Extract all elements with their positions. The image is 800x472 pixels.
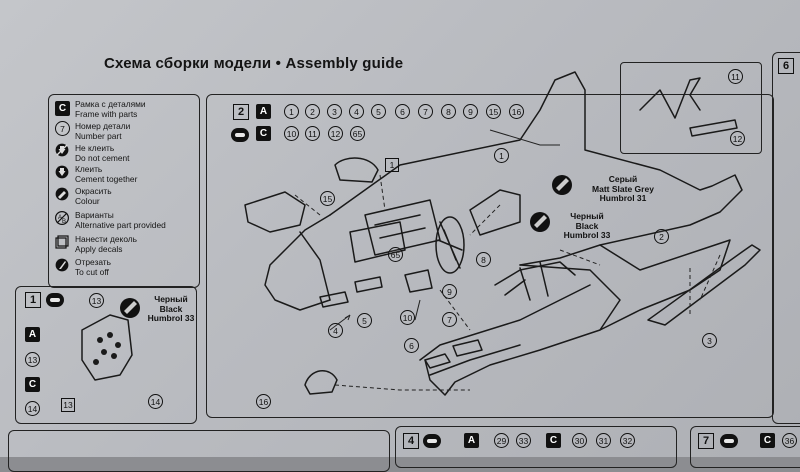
decal-marker: 1	[385, 158, 399, 172]
callout: 9	[442, 284, 457, 299]
callout: 7	[442, 312, 457, 327]
step-number: 7	[698, 433, 714, 449]
part-circle: 4	[349, 104, 364, 119]
frame-c-icon: C	[256, 126, 271, 141]
step-6-box	[772, 52, 800, 424]
callout: 12	[730, 131, 745, 146]
no-cement-icon	[55, 143, 69, 157]
part-number-icon: 7	[55, 121, 70, 136]
frame-a-icon: A	[464, 433, 479, 448]
part-circle: 6	[395, 104, 410, 119]
step-number: 1	[25, 292, 41, 308]
legend-item: Не клеить Do not cement	[75, 143, 130, 163]
callout: 3	[702, 333, 717, 348]
callout: 15	[320, 191, 335, 206]
callout: 65	[388, 247, 403, 262]
callout: 2	[654, 229, 669, 244]
callout: 11	[728, 69, 743, 84]
callout: 14	[148, 394, 163, 409]
step-3-box	[8, 430, 390, 472]
step-number: 4	[403, 433, 419, 449]
part-circle: 11	[305, 126, 320, 141]
step-number: 6	[778, 58, 794, 74]
part-circle: 14	[25, 401, 40, 416]
cement-icon	[55, 165, 69, 179]
part-circle: 12	[328, 126, 343, 141]
legend-item: Отрезать To cut off	[75, 257, 111, 277]
part-circle: 29	[494, 433, 509, 448]
svg-text:A: A	[58, 215, 62, 221]
legend-item: Номер детали Number part	[75, 121, 131, 141]
frame-a-icon: A	[25, 327, 40, 342]
part-circle: 5	[371, 104, 386, 119]
part-circle: 2	[305, 104, 320, 119]
part-circle: 13	[25, 352, 40, 367]
part-circle: 33	[516, 433, 531, 448]
cement-icon	[231, 128, 249, 142]
callout: 10	[400, 310, 415, 325]
legend-item: Варианты Alternative part provided	[75, 210, 166, 230]
legend-item: Окрасить Colour	[75, 186, 112, 206]
paint-note-grey: Серый Matt Slate Grey Humbrol 31	[592, 174, 654, 203]
aircraft-fuselage-drawing	[81, 71, 761, 396]
paint-note-black: Черный Black Humbrol 33	[147, 294, 195, 323]
cement-icon	[46, 293, 64, 307]
callout: 5	[357, 313, 372, 328]
paint-callouts	[120, 175, 572, 318]
inset-box	[620, 62, 762, 154]
callout: 8	[476, 252, 491, 267]
part-circle: 3	[327, 104, 342, 119]
legend-box	[48, 94, 200, 288]
part-circle: 9	[463, 104, 478, 119]
callout: 1	[494, 148, 509, 163]
part-circle: 65	[350, 126, 365, 141]
part-circle: 10	[284, 126, 299, 141]
part-circle: 31	[596, 433, 611, 448]
part-circle: 8	[441, 104, 456, 119]
paint-note-black: Черный Black Humbrol 33	[563, 211, 611, 240]
cement-icon	[720, 434, 738, 448]
part-circle: 16	[509, 104, 524, 119]
legend-item: Клеить Cement together	[75, 164, 138, 184]
callout: 6	[404, 338, 419, 353]
part-circle: 7	[418, 104, 433, 119]
alternative-part-icon: A B	[55, 211, 69, 225]
callout: 16	[256, 394, 271, 409]
frame-c-icon: C	[760, 433, 775, 448]
callout: 4	[328, 323, 343, 338]
step-number: 2	[233, 104, 249, 120]
part-circle: 15	[486, 104, 501, 119]
frame-c-icon: C	[546, 433, 561, 448]
frame-icon: C	[55, 101, 70, 116]
cement-icon	[423, 434, 441, 448]
step-1-box	[15, 286, 197, 424]
part-circle: 30	[572, 433, 587, 448]
callout: 13	[89, 293, 104, 308]
paint-brush-icon	[55, 187, 69, 201]
legend-item: Рамка с деталями Frame with parts	[75, 99, 146, 119]
legend-item: Нанести деколь Apply decals	[75, 234, 138, 254]
part-circle: 36	[782, 433, 797, 448]
part-circle: 32	[620, 433, 635, 448]
frame-a-icon: A	[256, 104, 271, 119]
decal-icon	[55, 235, 69, 249]
svg-text:B: B	[62, 219, 66, 225]
step-2-box	[206, 94, 774, 418]
part-circle: 1	[284, 104, 299, 119]
knife-icon	[55, 258, 69, 272]
frame-c-icon: C	[25, 377, 40, 392]
page-title: Схема сборки модели • Assembly guide	[104, 55, 404, 72]
decal-marker: 13	[61, 398, 75, 412]
